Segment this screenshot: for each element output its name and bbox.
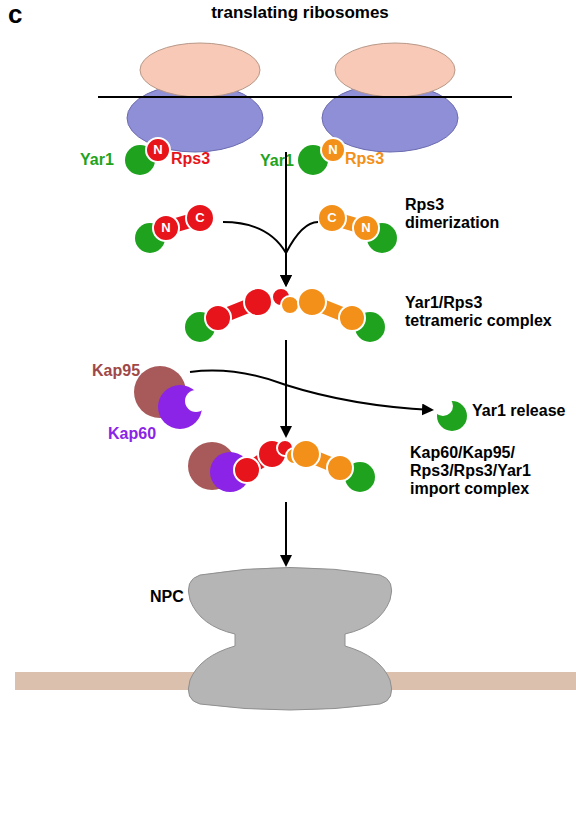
step-label: Rps3 dimerization	[405, 196, 517, 232]
terminus-letter: N	[361, 221, 370, 235]
terminus-letter: C	[195, 211, 204, 225]
rps3-shape	[321, 138, 345, 162]
node-label: Kap60	[108, 425, 156, 443]
protein-node: Yar1	[256, 143, 331, 183]
arrow-connector	[286, 222, 318, 285]
rps3-shape	[205, 305, 231, 331]
rps3-shape	[186, 204, 214, 232]
arrow-connector	[285, 502, 287, 565]
shape-group	[433, 396, 467, 431]
protein-node: Yar1 release	[432, 390, 572, 435]
diagram-title: translating ribosomes	[211, 3, 389, 22]
shape-group	[318, 204, 397, 253]
node-label: Yar1 release	[472, 402, 565, 420]
protein-node: Kap60/Kap95/ Rps3/Rps3/Yar1 import compl…	[185, 436, 545, 502]
node-label: Yar1	[260, 152, 294, 170]
node-label: Kap60/Kap95/ Rps3/Rps3/Yar1 import compl…	[410, 444, 540, 498]
rps3-shape	[318, 204, 346, 232]
node-shape	[128, 205, 223, 255]
rps3-shape	[281, 296, 299, 314]
shape-group	[146, 138, 170, 162]
large-subunit	[335, 43, 455, 97]
panel-letter: c	[8, 0, 22, 28]
rps3-shape	[339, 305, 365, 331]
shape-group	[135, 204, 214, 253]
rps3-shape	[244, 288, 272, 316]
terminus-letter: N	[328, 143, 337, 157]
rps3-shape	[146, 138, 170, 162]
arrow-connector	[285, 340, 287, 436]
binding-pocket	[433, 396, 453, 416]
node-label: Yar1	[80, 151, 114, 169]
nuclear-pore-shape	[188, 568, 391, 711]
rps3-shape	[327, 455, 353, 481]
node-label: Rps3	[171, 150, 210, 168]
rps3-shape	[153, 215, 179, 241]
terminus-letter: N	[153, 143, 162, 157]
node-label: Yar1/Rps3 tetrameric complex	[405, 294, 560, 330]
terminus-letter: N	[161, 221, 170, 235]
shape-group	[188, 440, 375, 492]
shape-group	[158, 385, 207, 429]
protein-node: Kap60	[105, 384, 207, 444]
shape-group	[188, 568, 391, 711]
rps3-shape	[298, 288, 326, 316]
shape-group	[321, 138, 345, 162]
rps3-shape	[353, 215, 379, 241]
arrow-connector	[190, 371, 432, 410]
protein-node: N Rps3	[318, 135, 403, 171]
protein-node: Yar1/Rps3 tetrameric complex	[178, 285, 563, 340]
shape-group	[185, 288, 385, 342]
node-label: Rps3	[345, 150, 384, 168]
node-shape	[148, 565, 398, 710]
node-label: Kap95	[92, 362, 140, 380]
rps3-shape	[292, 440, 320, 468]
protein-node: CN	[318, 205, 413, 255]
node-label: NPC	[150, 588, 184, 606]
rps3-shape	[234, 457, 260, 483]
protein-node: NC	[128, 205, 223, 255]
mrna-strand	[98, 96, 512, 98]
terminus-letter: C	[327, 211, 336, 225]
arrow-connector	[223, 222, 286, 285]
binding-pocket	[185, 390, 207, 412]
protein-node: NPC	[148, 565, 398, 710]
protein-node: N Rps3	[138, 135, 223, 171]
large-subunit	[140, 43, 260, 97]
